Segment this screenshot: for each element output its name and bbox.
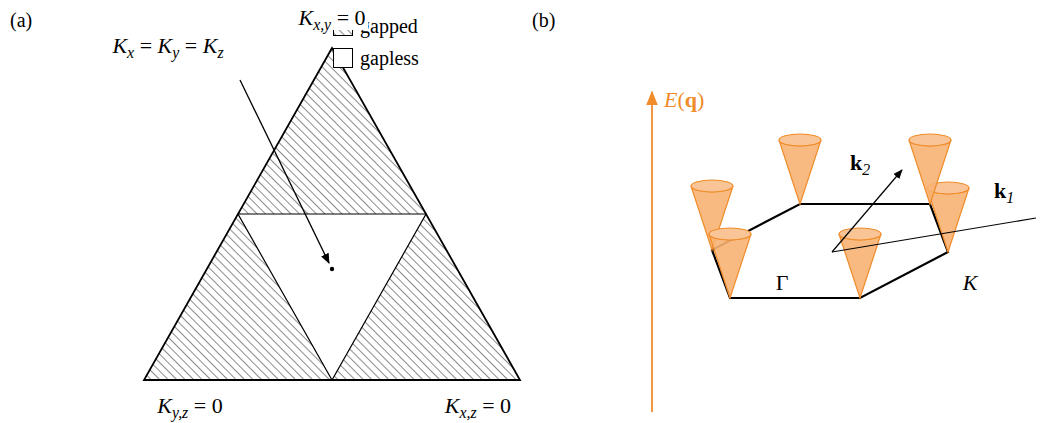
vector-k1 <box>832 218 1036 252</box>
text-part: K <box>157 393 172 418</box>
text-part: ( <box>677 87 684 112</box>
text-part: = <box>179 33 202 58</box>
text-part: K <box>203 33 218 58</box>
text-part: K <box>298 5 313 30</box>
math-label: K <box>961 271 980 295</box>
legend-text: gapped <box>360 15 418 38</box>
dirac-cones <box>691 134 969 298</box>
inner-triangle <box>238 214 426 380</box>
math-label: E(q) <box>662 88 706 112</box>
subscript: x,y <box>313 16 331 33</box>
text-part: K <box>445 393 460 418</box>
panel-label: (a) <box>8 9 34 31</box>
cone-body <box>709 234 751 298</box>
math-label: Γ <box>774 271 791 295</box>
subscript: y,z <box>172 404 188 421</box>
brillouin-zone <box>712 204 948 298</box>
cone-body <box>909 140 951 204</box>
subscript: 2 <box>862 161 870 178</box>
math-label: Ky,z = 0 <box>155 394 224 418</box>
text-part: q <box>685 87 697 112</box>
cone-top <box>691 180 733 192</box>
dirac-cone <box>709 228 751 298</box>
text-part: E <box>664 87 677 112</box>
text-part: = 0 <box>188 393 222 418</box>
text-part: = <box>134 33 157 58</box>
math-label: Kx = Ky = Kz <box>110 34 225 58</box>
subscript: x <box>127 44 134 61</box>
cone-body <box>839 234 881 298</box>
subscript: x,z <box>460 404 477 421</box>
cone-top <box>709 228 751 240</box>
text-part: Γ <box>776 270 789 295</box>
subscript: 1 <box>1006 189 1014 206</box>
panel-label: (b) <box>530 9 557 31</box>
text-part: K <box>158 33 173 58</box>
cone-top <box>839 228 881 240</box>
cone-top <box>909 134 951 146</box>
math-label: k1 <box>992 179 1016 203</box>
pointer-arrow <box>240 80 329 263</box>
cone-top <box>779 134 821 146</box>
subscript: z <box>217 44 223 61</box>
gapless-region <box>238 214 426 380</box>
text-part: k <box>850 150 862 175</box>
text-part: ) <box>697 87 704 112</box>
text-part: = 0 <box>477 393 511 418</box>
vector-k2 <box>832 170 902 252</box>
math-label: k2 <box>848 151 872 175</box>
cone-body <box>927 188 969 252</box>
dirac-cone <box>779 134 821 204</box>
text-part: k <box>994 178 1006 203</box>
energy-axis <box>651 92 653 412</box>
triangle-outline <box>144 48 520 380</box>
legend-text: gapless <box>360 47 419 70</box>
math-label: Kx,z = 0 <box>443 394 513 418</box>
dirac-cone <box>839 228 881 298</box>
text-part: (b) <box>532 9 555 31</box>
text-part: K <box>112 33 127 58</box>
math-label: Kx,y = 0 <box>296 6 367 30</box>
isotropic-point <box>330 267 334 271</box>
dirac-cone <box>909 134 951 204</box>
legend-swatch <box>333 48 353 68</box>
cone-body <box>779 140 821 204</box>
text-part: = 0 <box>331 5 365 30</box>
text-part: (a) <box>10 9 32 31</box>
legend-item: gapless <box>333 42 419 74</box>
subscript: y <box>172 44 179 61</box>
gapped-region <box>238 48 426 214</box>
text-part: K <box>963 270 978 295</box>
